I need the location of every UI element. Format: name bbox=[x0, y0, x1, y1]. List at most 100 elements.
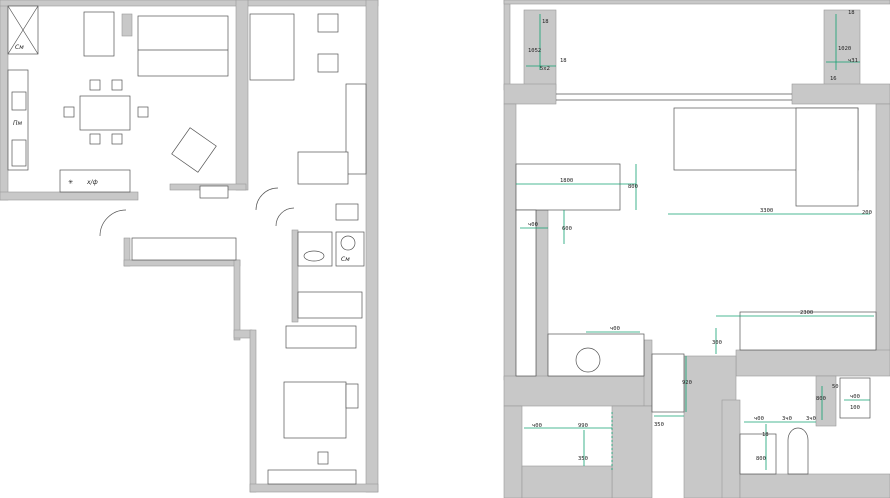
stove-fridge-counter bbox=[59, 169, 131, 193]
right-plan-top-north-wall bbox=[503, 0, 890, 5]
appliance-label-wm2: См bbox=[341, 256, 350, 263]
right-plan-bath-west-wall bbox=[721, 399, 741, 498]
kitchen-cabinets bbox=[515, 209, 537, 377]
armchair bbox=[83, 11, 115, 57]
right-floor-plan: 18 1052 5х2 18 18 1020 ч31 16 1800 800 3… bbox=[503, 0, 890, 498]
left-floor-plan: См Пм х/ф ✳ См bbox=[0, 0, 379, 493]
door-swing-corridor bbox=[255, 187, 279, 211]
dim-label: 1800 bbox=[560, 178, 573, 184]
left-plan-bedroom-west-wall bbox=[249, 329, 257, 493]
dim-label: 3300 bbox=[760, 208, 773, 214]
toilet-right bbox=[787, 427, 809, 475]
left-plan-hall-south-wall bbox=[123, 259, 241, 267]
left-plan-north-wall bbox=[0, 0, 379, 7]
dim-label: 3ч0 bbox=[806, 416, 816, 422]
right-plan-bottom-mid-wall bbox=[611, 405, 653, 498]
wm-drum bbox=[340, 235, 356, 251]
appliance-label-dw: Пм bbox=[13, 120, 23, 127]
bedroom-wardrobe bbox=[285, 325, 357, 349]
dim-label: 18 bbox=[560, 58, 567, 64]
dim-label: 2300 bbox=[800, 310, 813, 316]
dim-label: 100 bbox=[850, 405, 860, 411]
right-plan-main-south-wall bbox=[503, 375, 655, 407]
dim-label: 200 bbox=[862, 210, 872, 216]
sofa bbox=[137, 15, 229, 77]
chair bbox=[317, 13, 339, 33]
dim-label: ч00 bbox=[754, 416, 764, 422]
left-plan-corridor-west-wall bbox=[233, 259, 241, 341]
appliance-label-fridge: х/ф bbox=[86, 179, 98, 186]
dim-label: 1020 bbox=[838, 46, 851, 52]
wm-box bbox=[335, 231, 365, 267]
wm-box-right bbox=[839, 377, 871, 419]
dim-label: 3ч0 bbox=[782, 416, 792, 422]
bath-cabinet bbox=[739, 433, 777, 475]
dim-label: 50 bbox=[832, 384, 839, 390]
dim-label: 990 bbox=[578, 423, 588, 429]
dim-label: ч00 bbox=[610, 326, 620, 332]
kitchen-lower-counter bbox=[547, 333, 645, 377]
left-plan-corridor-step-wall bbox=[233, 329, 253, 339]
right-plan-step-wall bbox=[643, 339, 653, 407]
dining-table bbox=[79, 95, 131, 131]
kitchen-island bbox=[515, 163, 621, 211]
dim-label: 800 bbox=[816, 396, 826, 402]
right-plan-bath-north-wall bbox=[735, 349, 890, 377]
dining-chair bbox=[89, 133, 101, 145]
chair bbox=[317, 53, 339, 73]
sink-bowl bbox=[303, 250, 325, 262]
dim-label: ч00 bbox=[528, 222, 538, 228]
left-plan-east-wall bbox=[365, 0, 379, 493]
corner-sofa-side bbox=[795, 107, 859, 207]
dimension-lines bbox=[516, 14, 874, 472]
dim-label: ч00 bbox=[850, 394, 860, 400]
bed-double bbox=[249, 13, 295, 81]
dining-chair bbox=[89, 79, 101, 91]
toilet bbox=[335, 203, 359, 221]
dim-label: 920 bbox=[682, 380, 692, 386]
column-1 bbox=[121, 13, 133, 37]
nightstand bbox=[345, 383, 359, 409]
dim-label: 18 bbox=[848, 10, 855, 16]
dining-chair bbox=[111, 79, 123, 91]
appliance-label-wm: См bbox=[15, 44, 24, 51]
right-plan-main-west-wall bbox=[503, 103, 517, 381]
dim-label: 5х2 bbox=[540, 66, 550, 72]
tv-unit bbox=[739, 311, 877, 351]
right-plan-upper-left-wall bbox=[503, 83, 557, 105]
door-swing-bath bbox=[275, 207, 295, 227]
kitchen-sink-round bbox=[575, 347, 601, 373]
right-plan-inner-wall bbox=[535, 209, 549, 381]
dining-chair bbox=[137, 106, 149, 118]
cabinet bbox=[651, 353, 685, 413]
hall-wardrobe bbox=[131, 237, 237, 261]
stove-icon: ✳ bbox=[68, 179, 73, 186]
left-plan-west-wall bbox=[0, 0, 9, 201]
right-plan-bottom-west-wall bbox=[503, 405, 523, 498]
right-plan-main-east-wall bbox=[875, 103, 890, 361]
dim-label: 800 bbox=[628, 184, 638, 190]
right-plan-top-west-wall bbox=[503, 0, 511, 91]
desk bbox=[297, 151, 349, 185]
bathtub bbox=[297, 291, 363, 319]
tv-stand bbox=[199, 185, 229, 199]
door-swing-entry bbox=[99, 209, 127, 237]
kitchen-cabinet bbox=[11, 139, 27, 167]
right-plan-bottom-floor bbox=[521, 465, 613, 498]
bedroom-desk bbox=[267, 469, 357, 485]
dim-label: 350 bbox=[654, 422, 664, 428]
right-plan-bath-mid-wall bbox=[815, 375, 837, 427]
sink-counter bbox=[297, 231, 333, 267]
dim-label: ч00 bbox=[532, 423, 542, 429]
dim-label: 16 bbox=[830, 76, 837, 82]
kitchen-sink bbox=[11, 91, 27, 111]
coffee-table bbox=[171, 127, 217, 173]
bed-bedroom bbox=[283, 381, 347, 439]
chair-bedroom bbox=[317, 451, 329, 465]
left-plan-kitchen-south-wall bbox=[0, 191, 139, 201]
dim-label: 18 bbox=[762, 432, 769, 438]
right-plan-upper-right-wall bbox=[791, 83, 890, 105]
left-plan-bedroom-south-wall bbox=[249, 483, 379, 493]
